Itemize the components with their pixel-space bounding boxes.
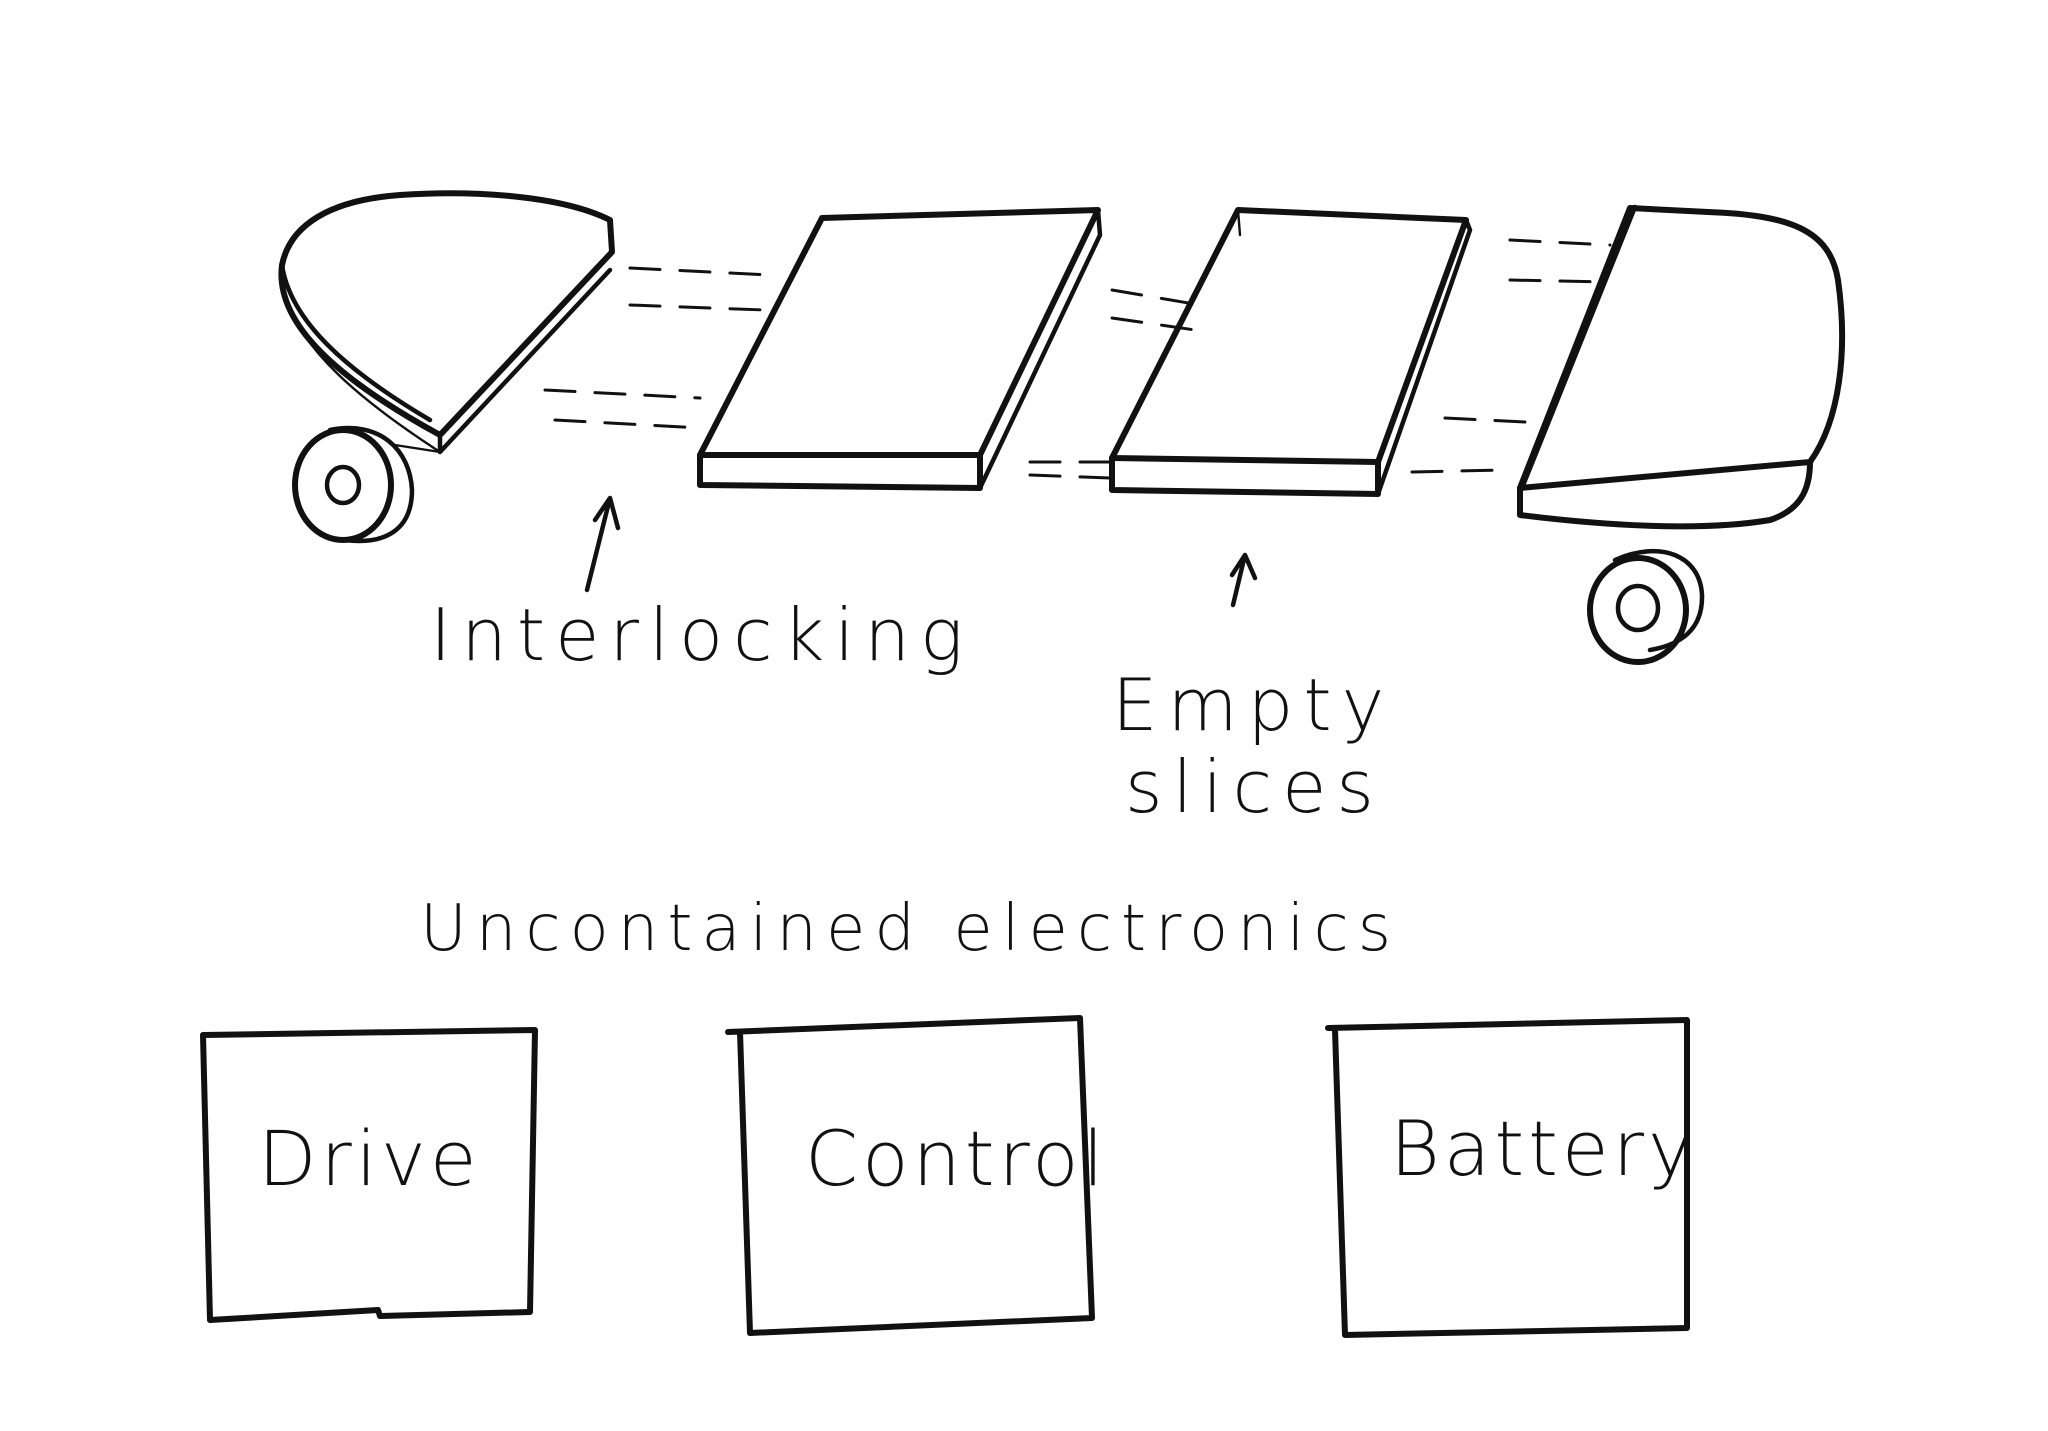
module-control: Control <box>725 1015 1108 1336</box>
section-heading: Uncontained electronics <box>420 892 1400 966</box>
module-battery: Battery <box>1325 1017 1697 1338</box>
interlocking-annotation: Interlocking <box>430 495 973 677</box>
empty-slice-2 <box>1109 207 1473 497</box>
empty-slices-annotation: Empty slices <box>1112 552 1394 829</box>
front-nose-piece <box>278 190 615 455</box>
rear-wheel <box>1587 549 1705 665</box>
front-wheel <box>292 425 442 544</box>
interlocking-guide-lines <box>543 238 1612 480</box>
module-drive: Drive <box>200 1027 538 1323</box>
rear-tail-piece <box>1517 204 1846 530</box>
up-arrow-icon <box>1229 552 1258 608</box>
empty-slices-label-line1: Empty <box>1112 663 1394 747</box>
interlocking-label: Interlocking <box>430 593 973 677</box>
empty-slices-label-line2: slices <box>1125 745 1384 829</box>
module-label: Battery <box>1390 1104 1697 1193</box>
empty-slice-1 <box>697 207 1103 491</box>
module-label: Drive <box>258 1114 481 1203</box>
up-arrow-icon <box>584 495 621 593</box>
module-label: Control <box>805 1114 1108 1203</box>
skateboard-exploded-view <box>278 190 1846 665</box>
